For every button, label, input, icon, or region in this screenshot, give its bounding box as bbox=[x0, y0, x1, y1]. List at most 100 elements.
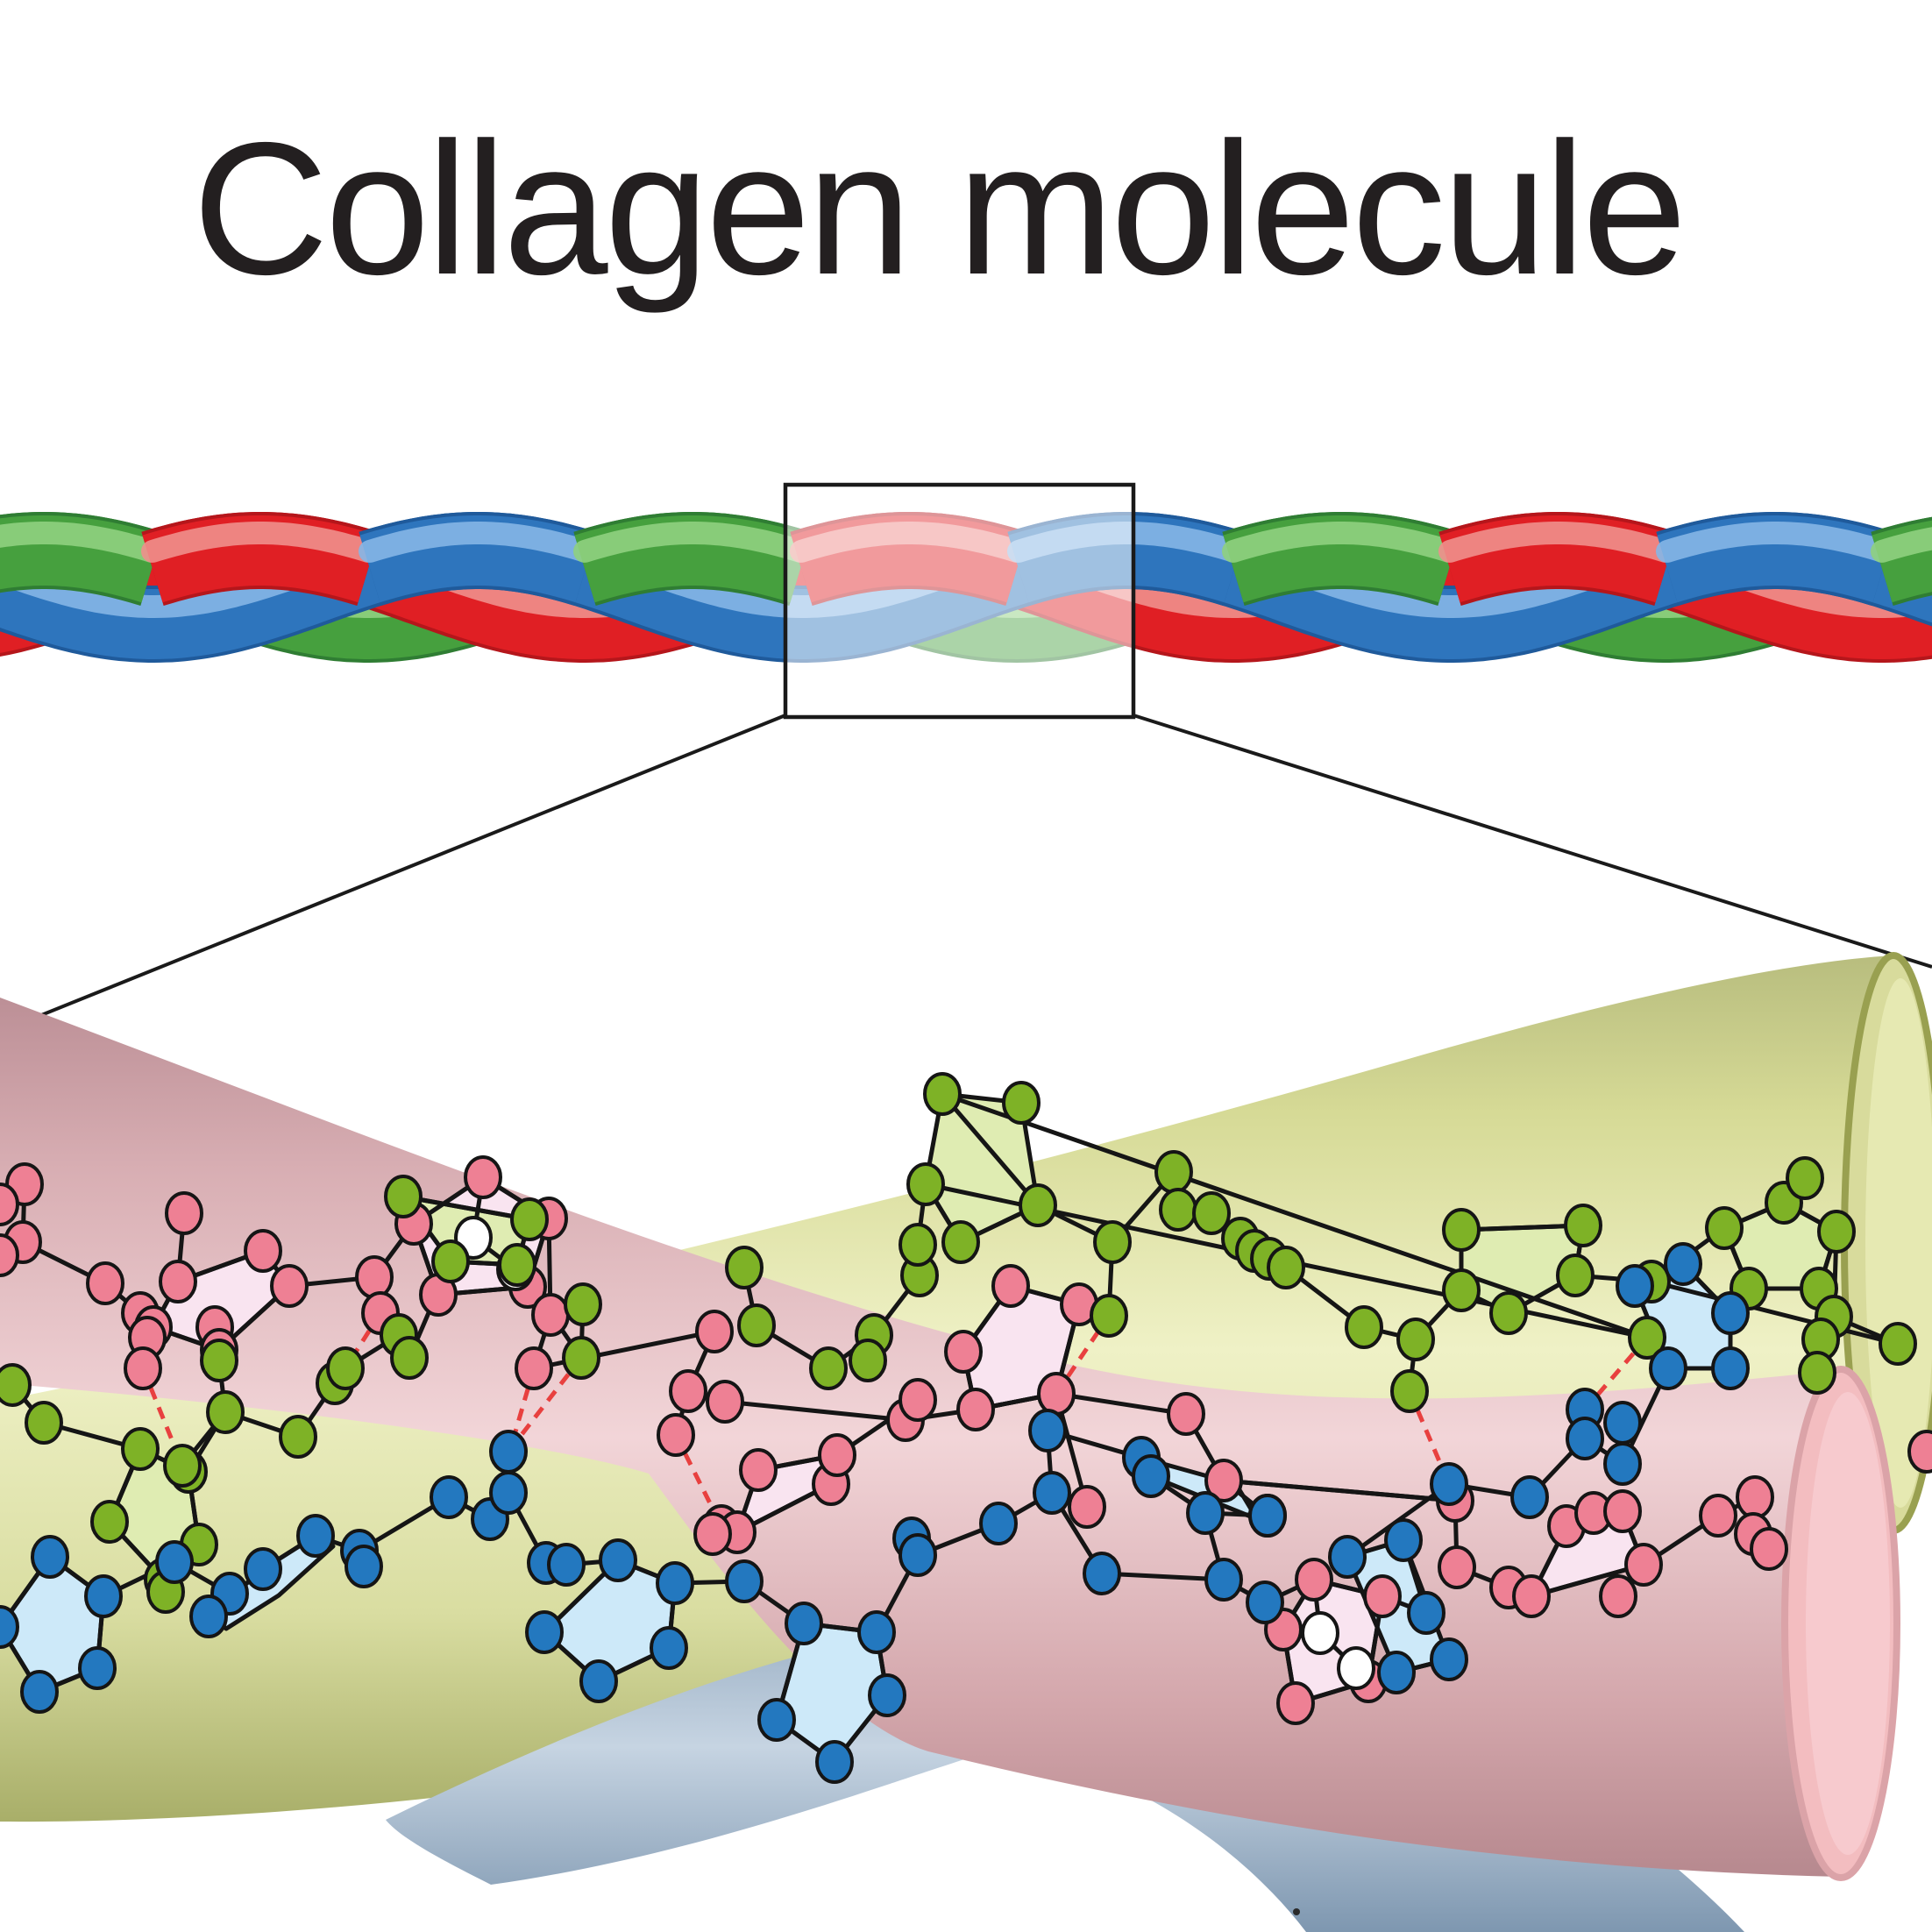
atom-blue bbox=[296, 1514, 335, 1558]
atom-green bbox=[498, 1243, 536, 1287]
atom-pink bbox=[0, 1233, 19, 1277]
atom-pink bbox=[86, 1261, 124, 1305]
atom-green bbox=[1879, 1322, 1917, 1366]
atom-pink bbox=[1363, 1574, 1402, 1618]
zoom-line-left bbox=[0, 714, 786, 1033]
atom-green bbox=[941, 1220, 980, 1264]
bond-green bbox=[1649, 1279, 1900, 1346]
atom-green bbox=[510, 1197, 549, 1241]
atom-green bbox=[390, 1336, 429, 1380]
atom-green bbox=[0, 1363, 32, 1407]
zoom-box bbox=[783, 482, 1136, 720]
atom-blue bbox=[1384, 1518, 1423, 1562]
atom-green bbox=[809, 1346, 848, 1390]
artifact-dot bbox=[1293, 1908, 1300, 1915]
atom-green bbox=[737, 1303, 776, 1347]
helix-fade-region bbox=[785, 485, 1133, 717]
atom-blue bbox=[547, 1543, 586, 1587]
tube-pink-cap bbox=[1781, 1366, 1900, 1881]
bond-pink bbox=[722, 1399, 908, 1423]
atom-blue bbox=[656, 1561, 694, 1605]
atom-pink bbox=[1750, 1527, 1788, 1571]
atom-pink bbox=[1295, 1558, 1333, 1602]
helix-weave-green bbox=[1871, 516, 1932, 607]
atom-blue bbox=[84, 1574, 123, 1618]
atom-green bbox=[564, 1282, 602, 1326]
atom-green bbox=[1154, 1150, 1193, 1194]
atom-blue bbox=[1711, 1291, 1750, 1335]
atom-pink bbox=[1699, 1494, 1737, 1538]
atom-pink bbox=[956, 1388, 995, 1431]
atom-green bbox=[384, 1175, 423, 1218]
atom-blue bbox=[1083, 1552, 1121, 1595]
atom-white bbox=[1337, 1646, 1375, 1690]
atom-blue bbox=[979, 1502, 1018, 1545]
atom-green bbox=[163, 1444, 202, 1488]
atom-pink bbox=[739, 1448, 778, 1492]
zoom-box-and-lines bbox=[0, 482, 1932, 1033]
atom-pink bbox=[657, 1413, 695, 1457]
atom-blue bbox=[0, 1605, 19, 1649]
atom-green bbox=[1564, 1204, 1602, 1247]
atom-pink bbox=[464, 1155, 502, 1199]
atom-blue bbox=[155, 1540, 194, 1584]
atom-blue bbox=[1248, 1494, 1287, 1538]
atom-green bbox=[1786, 1156, 1824, 1200]
tube-blue bbox=[386, 1618, 1744, 1932]
atom-blue bbox=[650, 1626, 688, 1670]
atom-blue bbox=[489, 1471, 528, 1515]
atom-white bbox=[1301, 1611, 1339, 1655]
atom-blue bbox=[815, 1740, 854, 1784]
atom-blue bbox=[1510, 1475, 1549, 1519]
atom-green bbox=[725, 1246, 764, 1289]
atom-pink bbox=[124, 1346, 162, 1390]
atom-blue bbox=[1664, 1242, 1702, 1286]
atom-blue bbox=[1033, 1471, 1071, 1515]
atom-blue bbox=[1407, 1591, 1445, 1635]
atom-pink bbox=[818, 1433, 856, 1477]
atom-green bbox=[121, 1427, 160, 1471]
atom-pink bbox=[1037, 1372, 1076, 1416]
atom-pink bbox=[991, 1264, 1030, 1308]
hydrogen-bond bbox=[1407, 1390, 1452, 1485]
atom-green bbox=[1489, 1291, 1528, 1335]
atom-green bbox=[1817, 1210, 1856, 1254]
atom-green bbox=[899, 1223, 937, 1267]
atom-green bbox=[1628, 1316, 1666, 1360]
atom-blue bbox=[430, 1475, 468, 1519]
atom-pink bbox=[270, 1264, 309, 1308]
atom-green bbox=[206, 1390, 245, 1434]
atom-green bbox=[90, 1500, 129, 1544]
molecular-detail-view bbox=[0, 952, 1932, 1932]
atom-green bbox=[1390, 1369, 1429, 1413]
atom-pink bbox=[706, 1380, 744, 1424]
atom-blue bbox=[1616, 1264, 1654, 1308]
atom-blue bbox=[1186, 1491, 1225, 1535]
helix-weave-blue bbox=[359, 512, 597, 607]
atom-green bbox=[200, 1339, 238, 1382]
atom-blue bbox=[1649, 1346, 1687, 1390]
atom-blue bbox=[579, 1659, 618, 1703]
atom-green bbox=[906, 1162, 945, 1206]
atom-green bbox=[1798, 1351, 1836, 1395]
atom-blue bbox=[1603, 1442, 1642, 1486]
atom-green bbox=[431, 1239, 470, 1283]
helix-weave-red bbox=[141, 512, 380, 607]
atom-blue bbox=[785, 1602, 823, 1645]
atom-pink bbox=[355, 1255, 394, 1299]
atom-green bbox=[1396, 1318, 1435, 1361]
atom-blue bbox=[20, 1670, 59, 1714]
atom-green bbox=[1090, 1294, 1128, 1338]
atom-pink bbox=[244, 1229, 282, 1273]
bond-cross bbox=[1221, 1478, 1458, 1503]
atom-pink bbox=[1068, 1485, 1106, 1529]
atom-pink bbox=[1512, 1574, 1551, 1618]
atom-pink bbox=[165, 1191, 203, 1235]
atom-blue bbox=[1566, 1417, 1604, 1460]
atom-blue bbox=[899, 1533, 937, 1577]
atom-blue bbox=[31, 1535, 69, 1579]
helix-weave-blue bbox=[1656, 512, 1894, 607]
atom-blue bbox=[78, 1646, 117, 1690]
atom-green bbox=[279, 1415, 317, 1459]
